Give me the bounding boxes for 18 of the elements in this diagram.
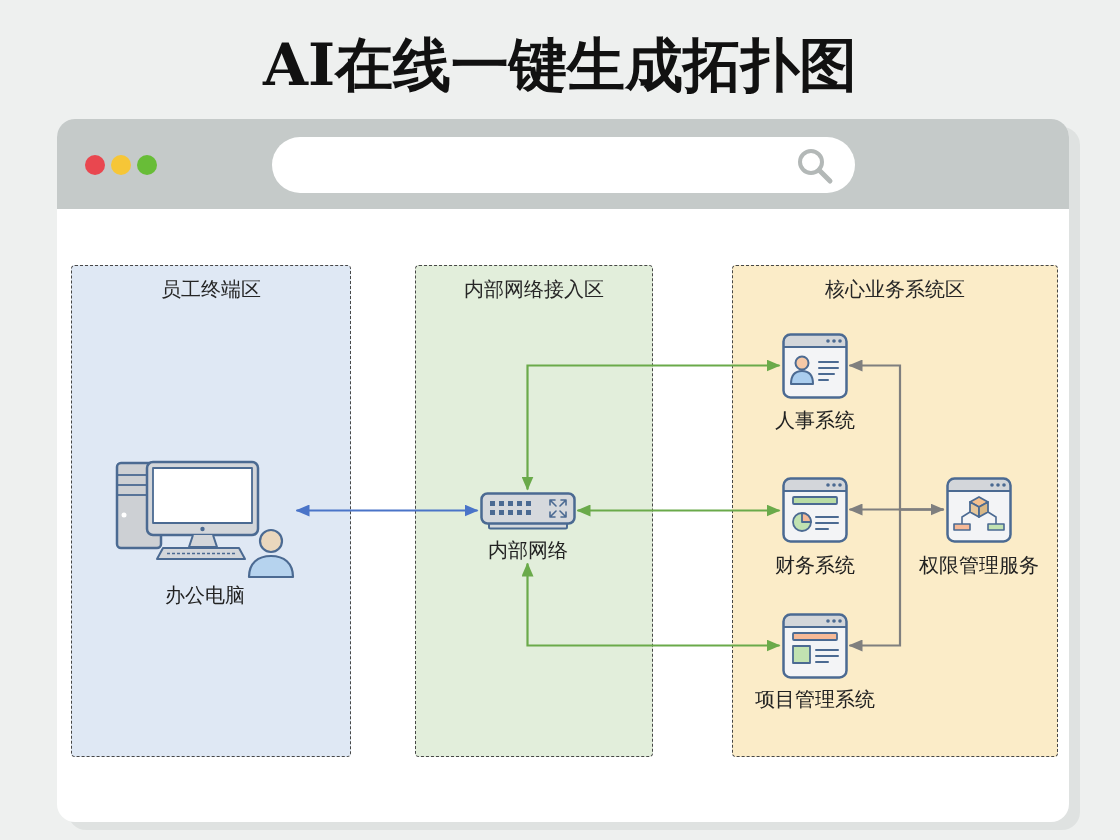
node-label: 权限管理服务	[918, 552, 1039, 577]
zone-title: 内部网络接入区	[464, 276, 604, 302]
node-label: 人事系统	[774, 407, 855, 432]
node-label: 办公电脑	[164, 582, 245, 607]
arrow	[848, 508, 944, 652]
double-arrow	[521, 359, 781, 491]
zone-panel	[71, 265, 351, 757]
node-label: 内部网络	[487, 537, 568, 562]
double-arrow	[521, 562, 781, 652]
double-arrow	[576, 504, 781, 517]
page-title: AI在线一键生成拓扑图	[262, 30, 858, 101]
node-label: 项目管理系统	[754, 686, 875, 711]
zone-title: 员工终端区	[161, 276, 261, 302]
zone-panel	[415, 265, 653, 757]
zone-panel	[732, 265, 1058, 757]
zone-title: 核心业务系统区	[825, 276, 965, 302]
double-arrow	[295, 504, 479, 517]
node-label: 财务系统	[774, 552, 855, 577]
